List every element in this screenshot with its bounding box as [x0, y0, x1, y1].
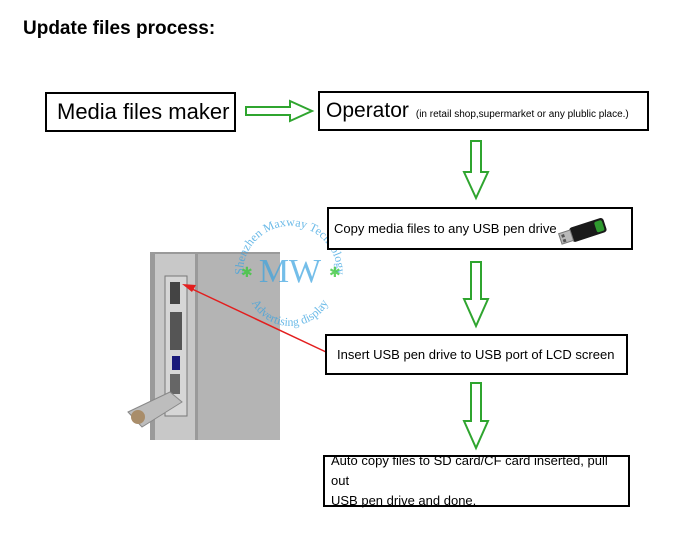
watermark-logo: Shenzhen Maxway Technology Advertising d…: [232, 215, 348, 329]
step-insert-usb: Insert USB pen drive to USB port of LCD …: [325, 334, 628, 375]
step-label-line1: Auto copy files to SD card/CF card inser…: [331, 453, 608, 488]
step-label-line2: USB pen drive and done.: [331, 493, 477, 508]
pointer-arrowhead-icon: [182, 284, 196, 292]
arrow-down-icon: [462, 140, 490, 201]
star-icon: ✱: [241, 264, 253, 280]
arrow-down-icon: [462, 382, 490, 451]
step-auto-copy: Auto copy files to SD card/CF card inser…: [323, 453, 630, 508]
star-icon: ✱: [329, 264, 341, 280]
pointer-line: [189, 287, 327, 353]
operator-note: (in retail shop,supermarket or any plubl…: [415, 108, 629, 120]
step-copy-files: Copy media files to any USB pen drive: [327, 207, 633, 250]
usb-pen-drive-icon: [557, 218, 607, 245]
arrow-right-icon: [245, 99, 315, 123]
lcd-screen-photo: [127, 252, 280, 440]
step-label: Operator: [326, 99, 409, 122]
step-media-files-maker: Media files maker: [45, 92, 236, 132]
watermark-monogram: MW: [259, 253, 322, 290]
step-label: Insert USB pen drive to USB port of LCD …: [337, 347, 615, 362]
step-label: Copy media files to any USB pen drive: [334, 221, 557, 236]
step-label: Media files maker: [57, 99, 230, 124]
step-operator: Operator (in retail shop,supermarket or …: [318, 91, 649, 131]
arrow-down-icon: [462, 261, 490, 329]
page-title: Update files process:: [23, 18, 216, 39]
